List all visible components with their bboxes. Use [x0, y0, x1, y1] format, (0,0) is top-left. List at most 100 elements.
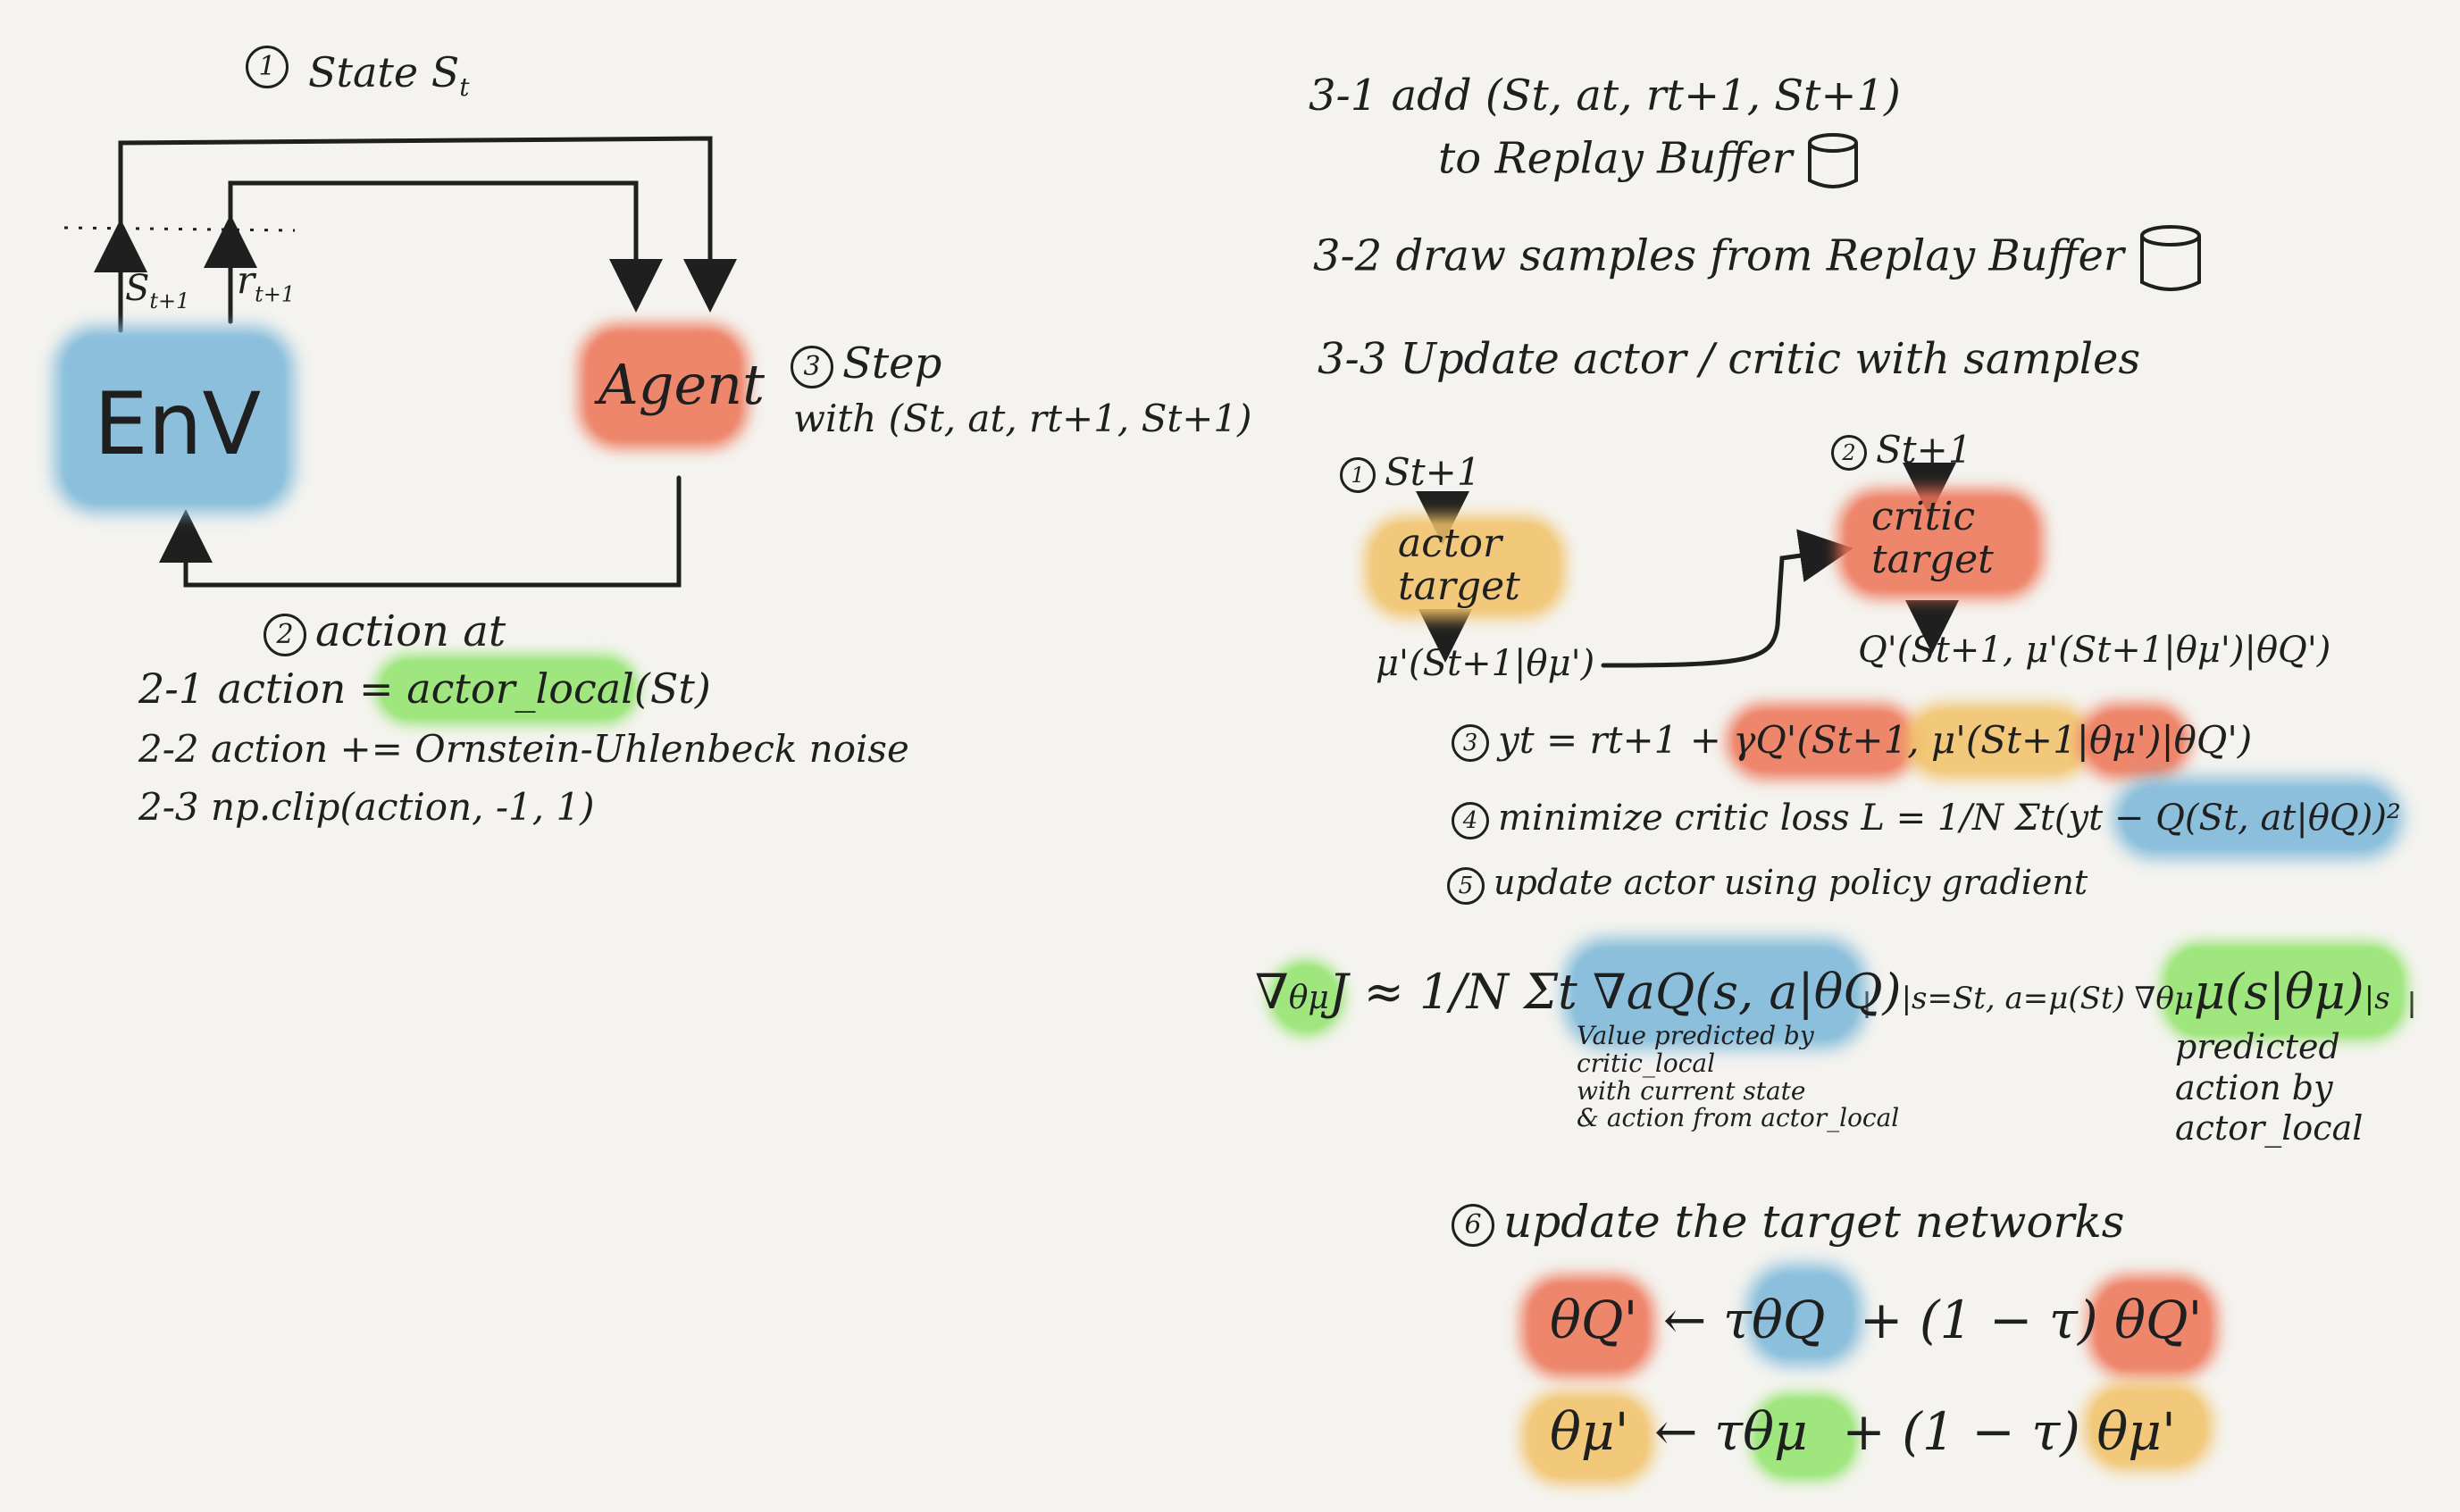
- line-2-3: 2-3 np.clip(action, -1, 1): [138, 785, 595, 829]
- grad-theta: θμ: [1288, 980, 1329, 1016]
- upd2-theta-highlight: [1755, 1398, 1853, 1476]
- note-q-line: & action from actor_local: [1577, 1103, 1900, 1133]
- grad-q-highlight: [1572, 947, 1858, 1040]
- actor-target-line1: actor: [1398, 521, 1502, 566]
- note-mu-line: actor_local: [2175, 1108, 2364, 1149]
- note-mu-line: predicted: [2175, 1027, 2340, 1066]
- line-2-1-suffix: (St): [633, 664, 711, 713]
- actor-target-highlight: [1371, 522, 1559, 612]
- step1-sub: t: [459, 72, 470, 103]
- update-q-equation: θQ' ← τθQ + (1 − τ) θQ': [1550, 1291, 2203, 1350]
- note-mu-line: action by: [2175, 1067, 2333, 1107]
- r-next-text: r: [237, 258, 255, 302]
- agent-box-label: Agent: [598, 352, 765, 417]
- s-next-label: St+1: [125, 268, 189, 314]
- c3-number: 3: [1452, 724, 1489, 762]
- upd1-lhs-highlight: [1527, 1282, 1648, 1371]
- grad-mu-term: μ(s|θμ): [2193, 964, 2364, 1020]
- env-box-label: EnV: [94, 374, 262, 474]
- policy-gradient-equation: ∇θμJ ≈ 1/N Σt ∇aQ(s, a|θQ)|s=St, a=μ(St)…: [1255, 964, 2390, 1020]
- line-2-1-actor-local: actor_local: [406, 664, 634, 713]
- critic-target-label: critic target: [1871, 494, 1994, 582]
- step3-text: Step: [842, 338, 942, 388]
- critic-target-line1: critic: [1871, 494, 1976, 539]
- c2-input-text: St+1: [1876, 428, 1972, 472]
- line-2-1: 2-1 action = actor_local(St): [138, 665, 711, 713]
- c2-number: 2: [1831, 435, 1867, 471]
- upd2-mid: ← τ: [1654, 1401, 1744, 1462]
- y-q-term: Q'(St+1,: [1755, 718, 1932, 762]
- r-next-label: rt+1: [237, 258, 296, 307]
- grad-q-term: Q(s, a|θQ): [1654, 964, 1902, 1020]
- upd1-lhs: θQ': [1550, 1290, 1638, 1350]
- upd1-theta: θQ: [1751, 1290, 1826, 1350]
- action-arrow: [159, 475, 682, 588]
- loss-q-term: Q(St, at|θQ): [2155, 798, 2373, 839]
- step3-with: with (St, at, rt+1, St+1): [793, 397, 1252, 440]
- line-3-1-b-text: to Replay Buffer: [1438, 133, 1793, 184]
- y-mu-highlight: [1912, 710, 2086, 773]
- r-next-sub: t+1: [255, 281, 296, 307]
- c1-input-text: St+1: [1385, 450, 1481, 494]
- env-highlight: [63, 335, 286, 505]
- grad-eval: |s=St, a=μ(St) ∇θμ: [1901, 981, 2194, 1016]
- grad-mu-highlight: [2166, 947, 2403, 1036]
- actor-target-label: actor target: [1398, 522, 1520, 609]
- line-3-1-b: to Replay Buffer: [1438, 132, 1860, 191]
- upd2-rhs: θμ': [2096, 1401, 2176, 1462]
- loss-end: )²: [2372, 798, 2401, 839]
- upd2-plus: + (1 − τ): [1842, 1401, 2080, 1462]
- c5-number: 5: [1447, 866, 1485, 905]
- upd1-mid: ← τ: [1662, 1290, 1752, 1350]
- c6-number: 6: [1452, 1204, 1494, 1247]
- agent-highlight: [585, 330, 741, 442]
- upd1-plus: + (1 − τ): [1859, 1290, 2098, 1350]
- step3-number: 3: [791, 345, 833, 388]
- actor-target-line2: target: [1398, 564, 1520, 610]
- s-next-sub: t+1: [149, 288, 190, 313]
- replay-buffer-icon: [2140, 225, 2202, 291]
- note-mu: predicted action by actor_local: [2175, 1027, 2363, 1149]
- grad-nabla: ∇: [1255, 964, 1289, 1020]
- step1-text: State S: [308, 48, 460, 96]
- line-3-2: 3-2 draw samples from Replay Buffer: [1313, 223, 2204, 295]
- state-feedback-arrow: [118, 136, 737, 333]
- step1-label: 1 State St: [246, 46, 470, 103]
- y-mu-term: μ'(St+1|θμ'): [1931, 718, 2162, 762]
- upd2-lhs-highlight: [1527, 1398, 1648, 1478]
- loss-text: minimize critic loss L = 1/N Σt(yt −: [1498, 798, 2156, 839]
- step5-text: update actor using policy gradient: [1494, 863, 2088, 902]
- upd1-rhs-highlight: [2095, 1282, 2211, 1371]
- line-3-1: 3-1 add (St, at, rt+1, St+1): [1309, 71, 1901, 121]
- c1-number: 1: [1340, 457, 1376, 493]
- y-theta-term: |θQ'): [2161, 718, 2253, 762]
- grad-end: |s: [2364, 981, 2390, 1016]
- step1-number: 1: [246, 46, 289, 88]
- s-next-text: S: [125, 268, 150, 309]
- line-3-2-text: 3-2 draw samples from Replay Buffer: [1313, 230, 2124, 281]
- update-mu-equation: θμ' ← τθμ + (1 − τ) θμ': [1550, 1402, 2176, 1462]
- loss-q-highlight: [2121, 786, 2394, 850]
- upd2-rhs-highlight: [2090, 1389, 2206, 1465]
- line-2-2: 2-2 action += Ornstein-Uhlenbeck noise: [138, 727, 909, 771]
- note-q: Value predicted by critic_local with cur…: [1577, 1022, 1900, 1133]
- y-q-highlight: [1733, 710, 1912, 773]
- upd1-theta-highlight: [1755, 1273, 1853, 1357]
- upd2-lhs: θμ': [1550, 1401, 1629, 1462]
- note-q-line: with current state: [1577, 1075, 1806, 1106]
- y-theta-highlight: [2086, 710, 2184, 773]
- note-q-line: critic_local: [1577, 1048, 1716, 1078]
- replay-buffer-icon: [1807, 133, 1858, 188]
- mu-output: μ'(St+1|θμ'): [1376, 643, 1595, 684]
- actor-local-highlight: [380, 659, 634, 720]
- critic-target-highlight: [1845, 496, 2037, 592]
- step2-text: action at: [315, 606, 506, 656]
- line-2-1-prefix: 2-1 action =: [138, 664, 407, 713]
